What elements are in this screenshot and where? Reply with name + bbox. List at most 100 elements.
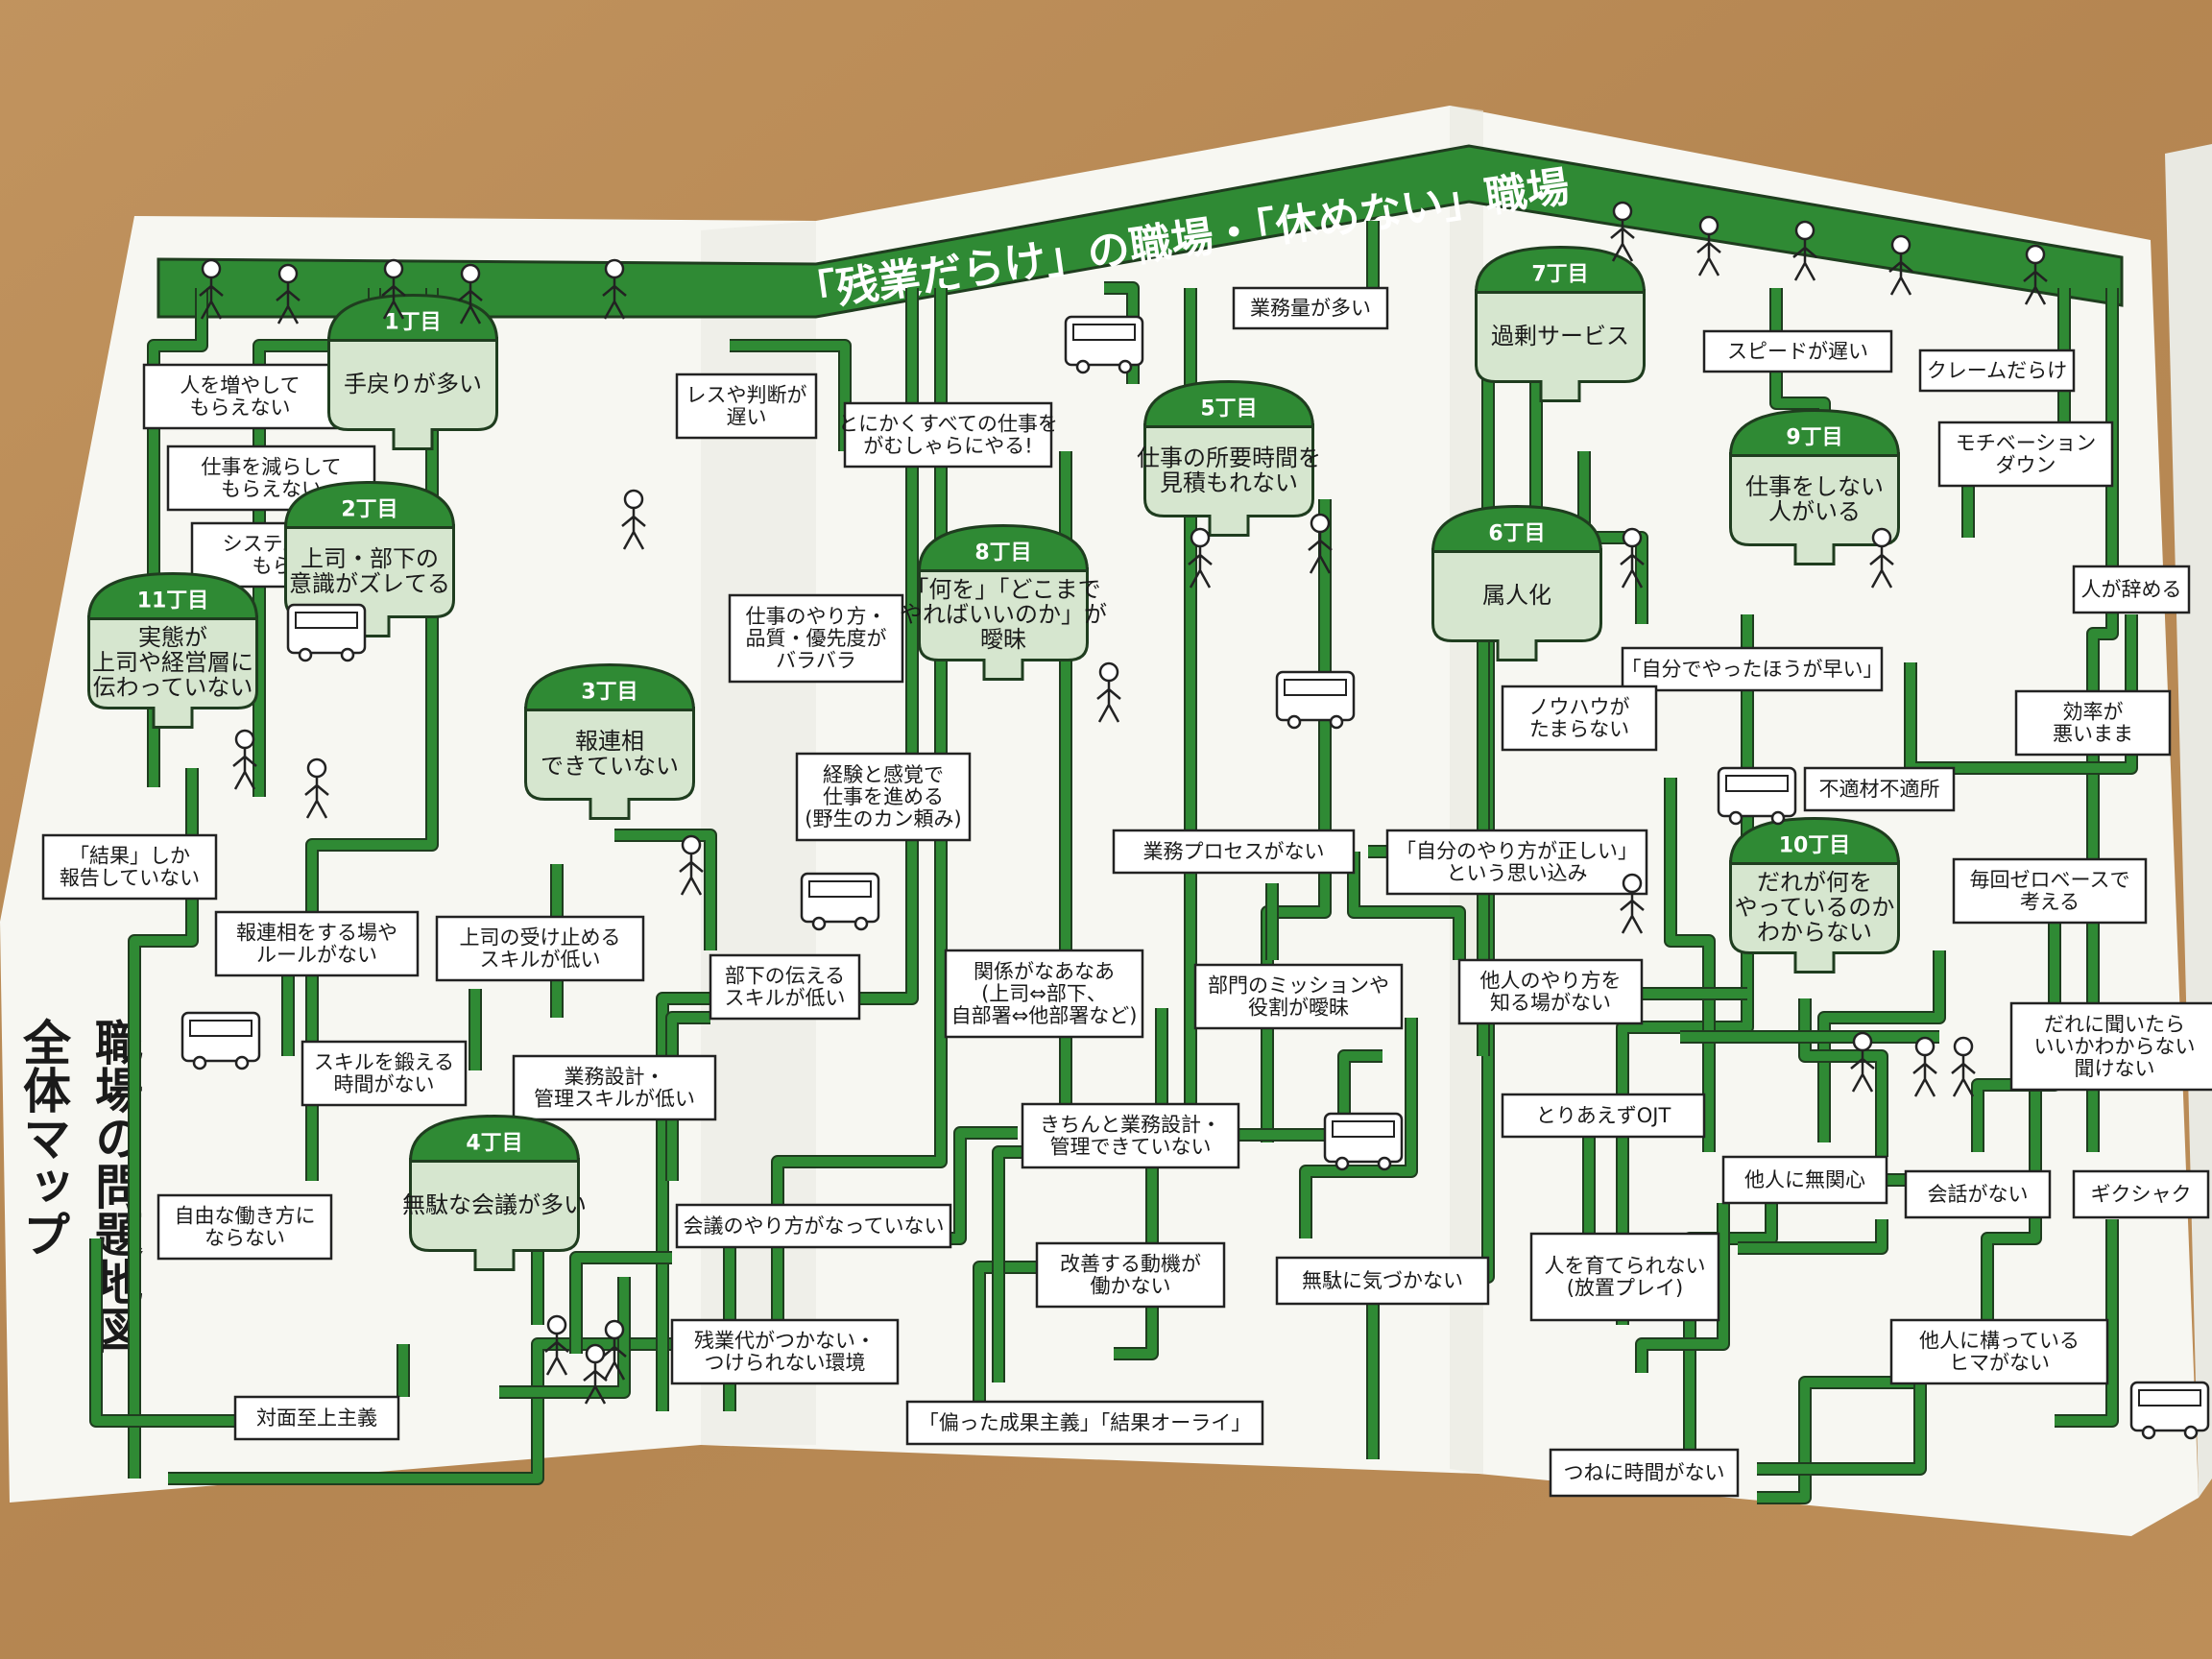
problem-box: 「偏った成果主義」「結果オーライ」	[905, 1400, 1264, 1446]
problem-box: 部門のミッションや役割が曖昧	[1193, 963, 1404, 1030]
person-icon	[679, 834, 704, 896]
problem-box-frame	[1035, 1241, 1226, 1309]
station-label: 上司・部下の意識がズレてる	[289, 545, 450, 597]
problem-box-frame	[41, 833, 218, 901]
station-body	[918, 567, 1089, 681]
problem-box: 会議のやり方がなっていない	[675, 1203, 952, 1249]
station-label: 手戻りが多い	[344, 371, 482, 397]
station-body	[1729, 452, 1900, 565]
problem-box: 業務プロセスがない	[1112, 829, 1356, 875]
problem-box: 他人に構っているヒマがない	[1889, 1318, 2109, 1385]
bus-icon	[800, 872, 880, 931]
bus-icon	[180, 1011, 261, 1070]
station-name: 10丁目	[1779, 834, 1851, 858]
problem-box: つねに時間がない	[1549, 1448, 1740, 1498]
person-icon	[1951, 1036, 1976, 1097]
route-line	[1238, 1051, 1382, 1140]
station-name: 1丁目	[384, 311, 441, 335]
problem-box-text: 会話がない	[1928, 1183, 2029, 1206]
station-label: 無駄な会議が多い	[402, 1191, 587, 1218]
problem-box-text: 不適材不適所	[1819, 778, 1940, 801]
station-header	[408, 1114, 581, 1163]
person-icon	[1308, 513, 1333, 574]
problem-box-text: とにかくすべての仕事をがむしゃらにやる!	[838, 413, 1058, 458]
person-icon	[1096, 661, 1121, 723]
problem-box-text: 「結果」しか報告していない	[60, 845, 200, 890]
problem-box-frame	[156, 1193, 333, 1261]
station-header	[1474, 245, 1647, 294]
problem-box: 対面至上主義	[233, 1395, 400, 1441]
station-header	[283, 480, 456, 529]
problem-box: クレームだらけ	[1918, 349, 2076, 393]
person-icon	[1620, 873, 1645, 934]
station-name: 9丁目	[1786, 426, 1842, 450]
problem-box-text: モチベーションダウン	[1956, 432, 2097, 477]
problem-box-text: 部門のミッションや役割が曖昧	[1208, 974, 1389, 1020]
problem-box-frame	[1385, 829, 1648, 896]
bus-icon	[1717, 766, 1797, 826]
problem-box: 効率が悪いまま	[2014, 689, 2172, 757]
problem-box-frame	[1457, 958, 1644, 1025]
problem-box: 「自分でやったほうが早い」	[1622, 646, 1884, 692]
map-subtitle: 全体マップ	[15, 1017, 72, 1258]
problem-box-frame	[1721, 1155, 1888, 1205]
problem-box: 自由な働き方にならない	[156, 1193, 333, 1261]
route-line	[1349, 852, 1464, 960]
station-label: 報連相できていない	[541, 728, 679, 780]
route-line	[1618, 614, 1752, 1325]
station-body	[1431, 548, 1602, 661]
station-name: 8丁目	[974, 541, 1031, 565]
problem-box-text: つねに時間がない	[1564, 1461, 1725, 1484]
problem-box: 経験と感覚で仕事を進める(野生のカン頼み)	[795, 752, 972, 842]
problem-box: 残業代がつかない・つけられない環境	[670, 1318, 900, 1385]
problem-box-text: 「自分でやったほうが早い」	[1622, 658, 1884, 681]
problem-box: 業務設計・管理スキルが低い	[512, 1054, 717, 1121]
problem-box-text: 業務プロセスがない	[1143, 840, 1325, 863]
person-icon	[544, 1314, 569, 1376]
route-line	[1579, 451, 1647, 624]
station-body	[524, 707, 695, 820]
illustrations	[180, 201, 2210, 1440]
station-header	[1431, 504, 1603, 553]
problem-box-frame	[1549, 1448, 1740, 1498]
station-name: 7丁目	[1531, 263, 1588, 287]
problem-box-frame	[2072, 565, 2191, 614]
problem-box-frame	[2014, 689, 2172, 757]
problem-box-frame	[728, 593, 904, 684]
route-line	[1738, 1219, 1887, 1253]
station-body	[327, 337, 498, 450]
problem-box-text: 自由な働き方にならない	[175, 1205, 316, 1250]
problem-box-text: ギクシャク	[2091, 1183, 2192, 1206]
problem-box-text: スキルを鍛える時間がない	[314, 1051, 454, 1096]
station-label: 仕事の所要時間を見積もれない	[1137, 445, 1321, 496]
problem-box: とりあえずOJT	[1501, 1093, 1706, 1139]
problem-box-frame	[1918, 349, 2076, 393]
route-line	[974, 1262, 1037, 1411]
problem-box: 他人のやり方を知る場がない	[1457, 958, 1644, 1025]
problem-box: 他人に無関心	[1721, 1155, 1888, 1205]
route-line	[614, 830, 715, 950]
problem-box: 仕事のやり方・品質・優先度がバラバラ	[728, 593, 904, 684]
problem-box: とにかくすべての仕事をがむしゃらにやる!	[838, 401, 1058, 469]
station-body	[1143, 423, 1314, 537]
problem-box-text: 他人に構っているヒマがない	[1919, 1330, 2080, 1375]
problem-box-frame	[709, 953, 861, 1021]
station-label: 仕事をしない人がいる	[1745, 473, 1884, 525]
person-icon	[1188, 527, 1213, 589]
problem-box-frame	[675, 373, 818, 440]
problem-box-frame	[1021, 1102, 1240, 1169]
problem-box-text: 人を育てられない(放置プレイ)	[1545, 1255, 1706, 1300]
problem-box: 「結果」しか報告していない	[41, 833, 218, 901]
station-body	[409, 1158, 580, 1271]
problem-box: 「自分のやり方が正しい」という思い込み	[1385, 829, 1648, 896]
route-line	[571, 1253, 672, 1354]
problem-box-text: 対面至上主義	[256, 1407, 377, 1430]
problem-box-text: 仕事を減らしてもらえない	[201, 456, 341, 501]
problem-box-frame	[795, 752, 972, 842]
problem-box-frame	[905, 1400, 1264, 1446]
problem-box: 業務量が多い	[1232, 286, 1389, 330]
problem-box: 部下の伝えるスキルが低い	[709, 953, 861, 1021]
